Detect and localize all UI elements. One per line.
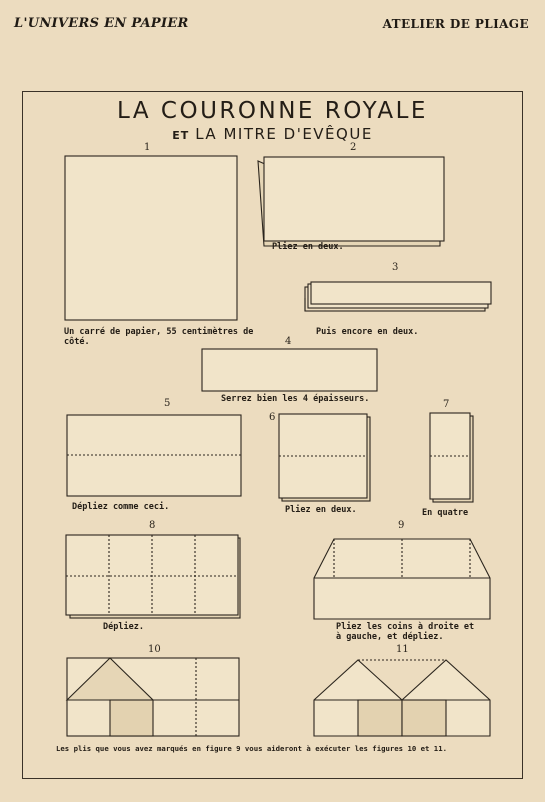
plate-subtitle: ET LA MITRE D'EVÊQUE — [0, 125, 545, 143]
step-number-2: 2 — [350, 142, 357, 153]
step-number-1: 1 — [144, 142, 151, 153]
caption-step-9-line2: à gauche, et dépliez. — [336, 632, 444, 642]
caption-step-1-line2: côté. — [64, 337, 90, 347]
step-number-3: 3 — [392, 262, 399, 273]
fig6-folded — [278, 413, 371, 502]
step-number-9: 9 — [398, 520, 405, 531]
magazine-title: L'UNIVERS EN PAPIER — [14, 16, 189, 31]
section-title: ATELIER DE PLIAGE — [382, 17, 529, 31]
caption-step-1-line1: Un carré de papier, 55 centimètres de — [64, 327, 254, 337]
caption-step-5: Dépliez comme ceci. — [72, 502, 170, 512]
fig1-square — [64, 155, 238, 321]
fig8-unfolded — [65, 534, 241, 619]
step-number-10: 10 — [148, 644, 161, 655]
caption-step-4: Serrez bien les 4 épaisseurs. — [221, 394, 370, 404]
step-number-6: 6 — [269, 412, 276, 423]
caption-step-9-line1: Pliez les coins à droite et — [336, 622, 475, 632]
caption-step-3: Puis encore en deux. — [316, 327, 419, 337]
caption-step-8: Dépliez. — [103, 622, 144, 632]
fig7-folded-four — [429, 412, 474, 503]
step-number-8: 8 — [149, 520, 156, 531]
fig4-band — [201, 348, 378, 392]
caption-step-1: Un carré de papier, 55 centimètres de cô… — [64, 327, 264, 347]
caption-step-9: Pliez les coins à droite et à gauche, et… — [336, 622, 506, 642]
fig9-folded-corners — [313, 538, 491, 620]
fig10-crown — [65, 657, 240, 737]
plate-title: LA COURONNE ROYALE — [117, 98, 428, 124]
caption-step-2: Pliez en deux. — [272, 242, 344, 252]
illustration-plate — [22, 91, 523, 779]
step-number-11: 11 — [396, 644, 409, 655]
fig3-folded-quarter — [304, 281, 492, 312]
footer-note: Les plis que vous avez marqués en figure… — [56, 744, 447, 753]
step-number-4: 4 — [285, 336, 292, 347]
fig5-unfolded — [66, 414, 242, 497]
caption-step-6: Pliez en deux. — [285, 505, 357, 515]
fig11-mitre — [313, 659, 491, 737]
fig2-folded-half — [257, 156, 445, 247]
subtitle-text: LA MITRE D'EVÊQUE — [195, 125, 373, 143]
caption-step-7: En quatre — [422, 508, 469, 518]
subtitle-conjunction: ET — [172, 129, 190, 142]
page-header: L'UNIVERS EN PAPIER ATELIER DE PLIAGE — [0, 0, 545, 48]
step-number-7: 7 — [443, 399, 450, 410]
step-number-5: 5 — [164, 398, 171, 409]
